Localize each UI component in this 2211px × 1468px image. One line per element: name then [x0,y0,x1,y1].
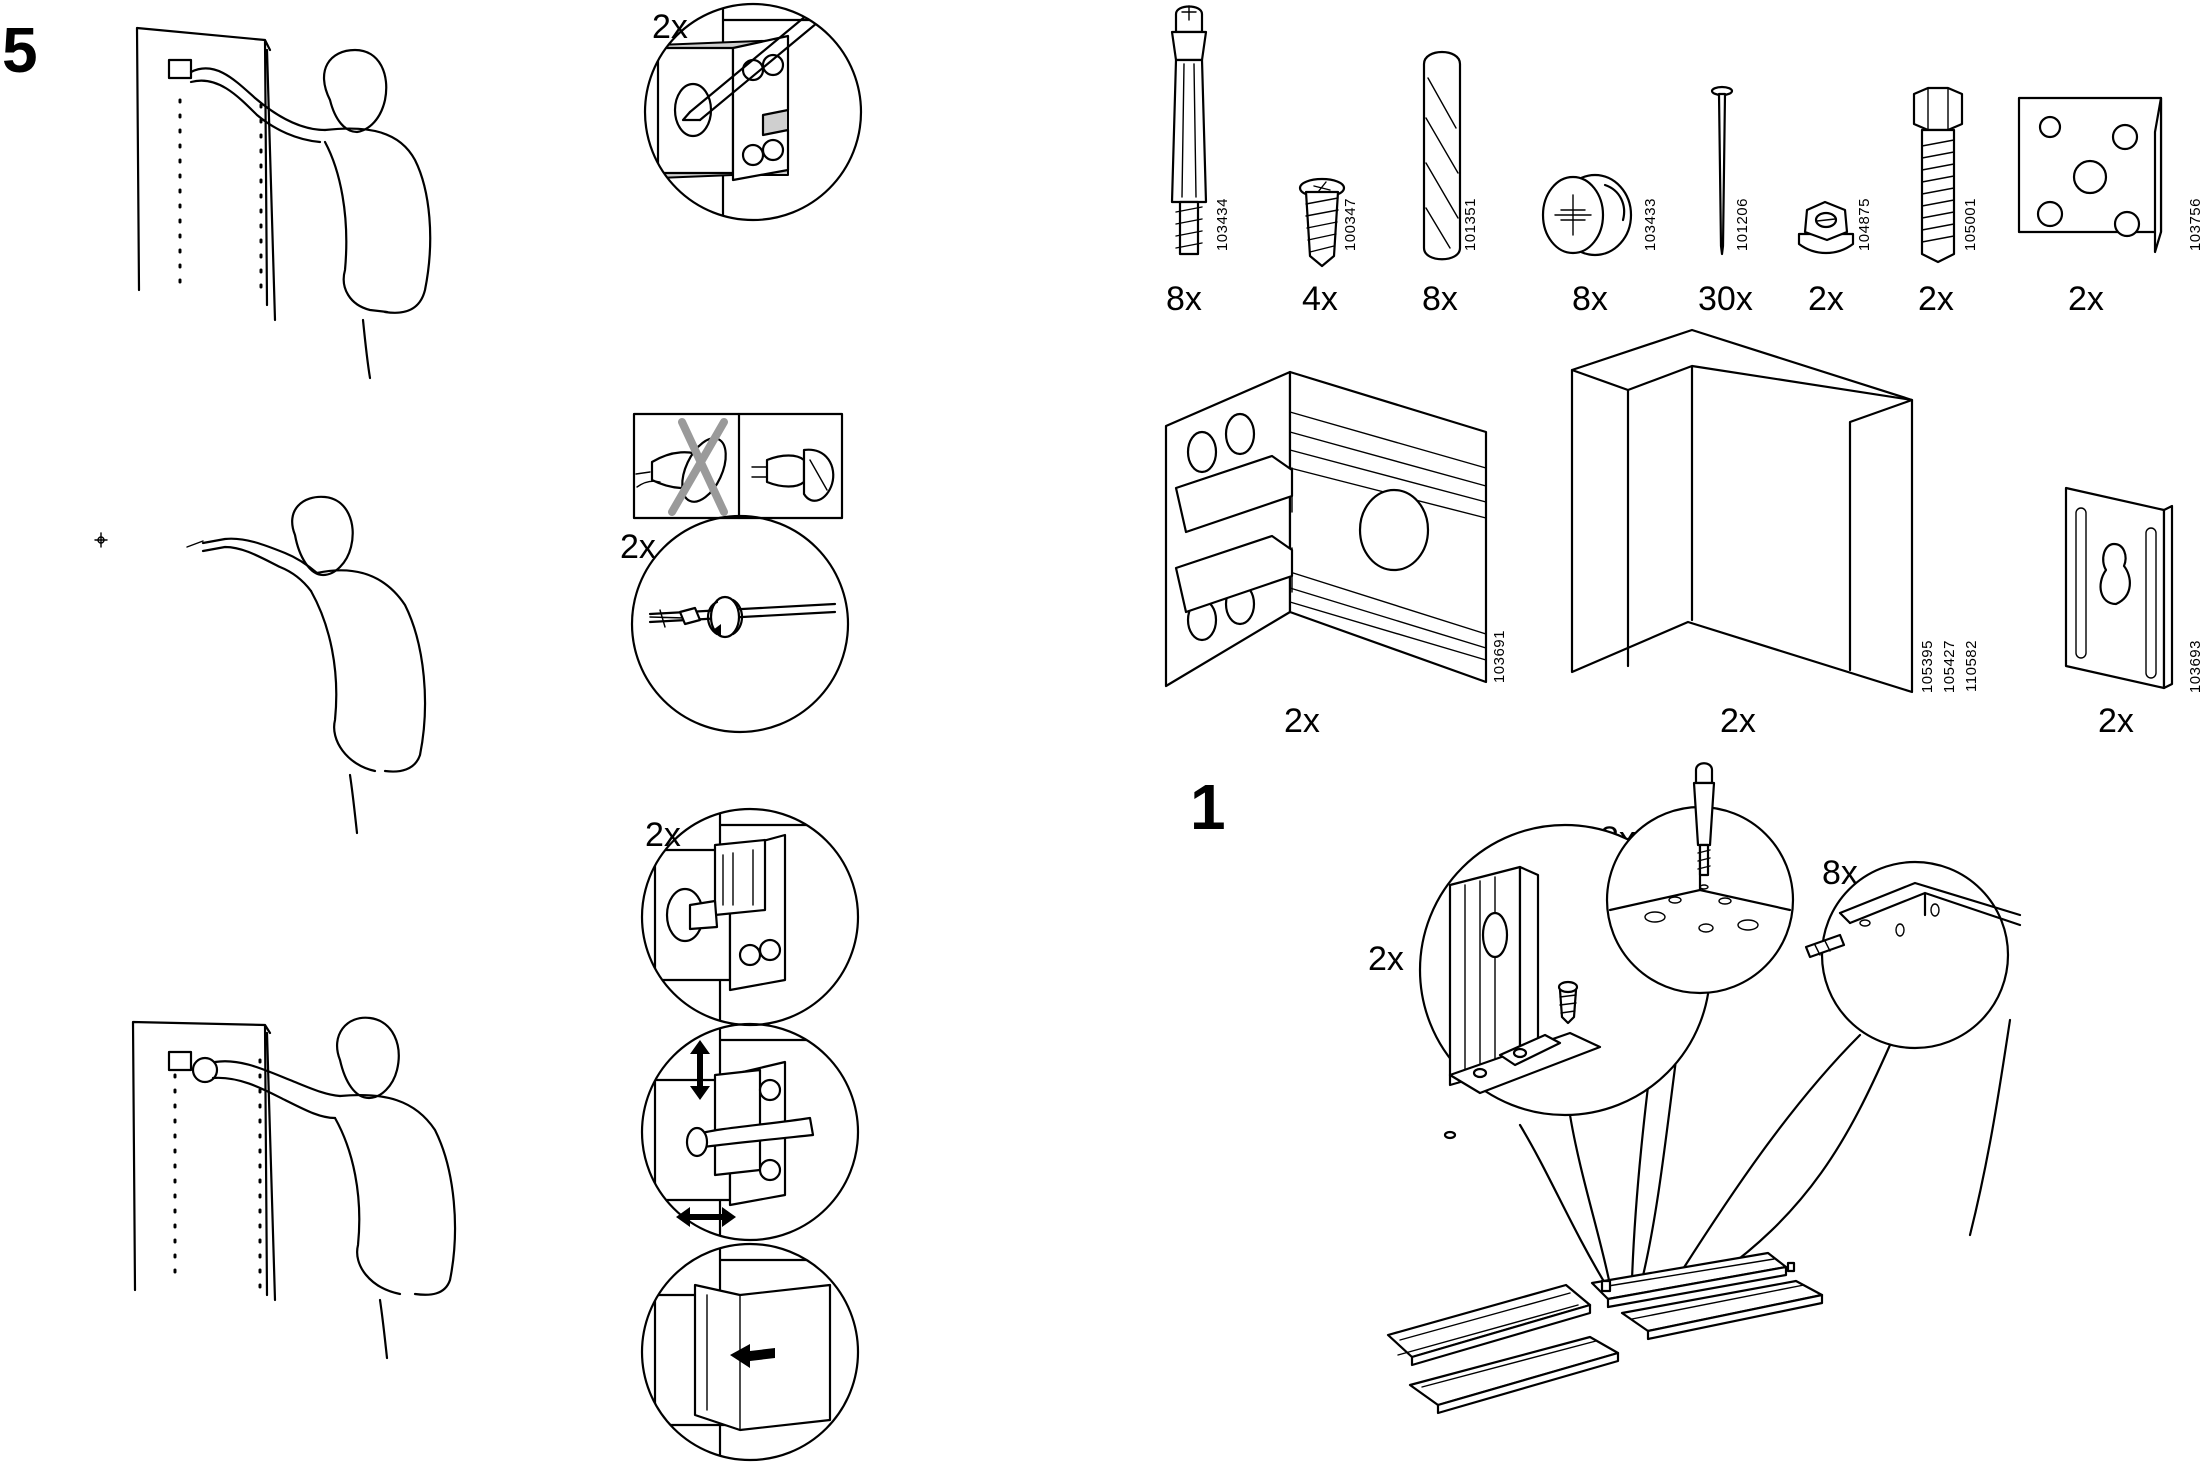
bracket-callout-quantity: 2x [1368,940,1404,978]
step1-assembly-illustration [1370,775,2030,1465]
corner-block-icon [1568,330,1918,700]
part-code: 103756 [2187,198,2204,252]
corner-bracket-icon [1162,372,1492,692]
part-code: 101351 [1462,198,1479,252]
part-code: 104875 [1856,198,1873,252]
part-quantity: 2x [1284,702,1320,740]
part-code: 100347 [1342,198,1359,252]
step-number-5: 5 [2,14,38,86]
screw-comparison-box [632,412,844,522]
person-marking-illustration [125,20,465,380]
mark-hole-detail-circle [638,0,868,230]
step-number-1: 1 [1190,771,1226,843]
attach-bracket-detail-circle [635,805,865,1030]
part-quantity: 2x [1808,280,1844,318]
part-quantity: 4x [1302,280,1338,318]
drill-hole-detail-circle [625,512,855,737]
part-quantity: 8x [1422,280,1458,318]
part-code: 105427 [1941,640,1958,694]
cam-lock-icon [1535,170,1635,260]
wood-dowel-icon [1420,48,1464,263]
part-quantity: 30x [1698,280,1753,318]
cam-bolt-icon [1162,2,1216,264]
nail-icon [1710,86,1734,256]
hex-bolt-icon [1910,86,1966,266]
part-quantity: 2x [2068,280,2104,318]
part-code: 105001 [1962,198,1979,252]
part-code: 110582 [1963,640,1980,692]
part-code: 105395 [1919,640,1936,694]
hanger-plate-icon [2060,484,2180,694]
attach-quantity: 2x [645,816,681,854]
part-quantity: 2x [1720,702,1756,740]
part-quantity: 2x [1918,280,1954,318]
part-code: 103433 [1642,198,1659,252]
part-quantity: 2x [2098,702,2134,740]
adjust-bracket-detail-circle [635,1020,865,1245]
left-right-arrow-icon [676,1207,736,1227]
square-plate-icon [2015,92,2165,262]
part-code: 103434 [1214,198,1231,252]
screw-icon [1298,178,1346,268]
person-drilling-illustration [85,495,465,835]
part-quantity: 8x [1166,280,1202,318]
slide-cover-detail-circle [635,1240,865,1465]
nut-icon [1795,196,1857,258]
part-code: 101206 [1734,198,1751,252]
dowel-callout-quantity: 8x [1822,854,1858,892]
part-code: 103691 [1491,630,1508,684]
mark-quantity: 2x [652,8,688,46]
person-hanging-illustration [125,1000,485,1360]
part-quantity: 8x [1572,280,1608,318]
up-down-arrow-icon [690,1040,710,1100]
part-code: 103693 [2187,640,2204,694]
drill-quantity: 2x [620,528,656,566]
